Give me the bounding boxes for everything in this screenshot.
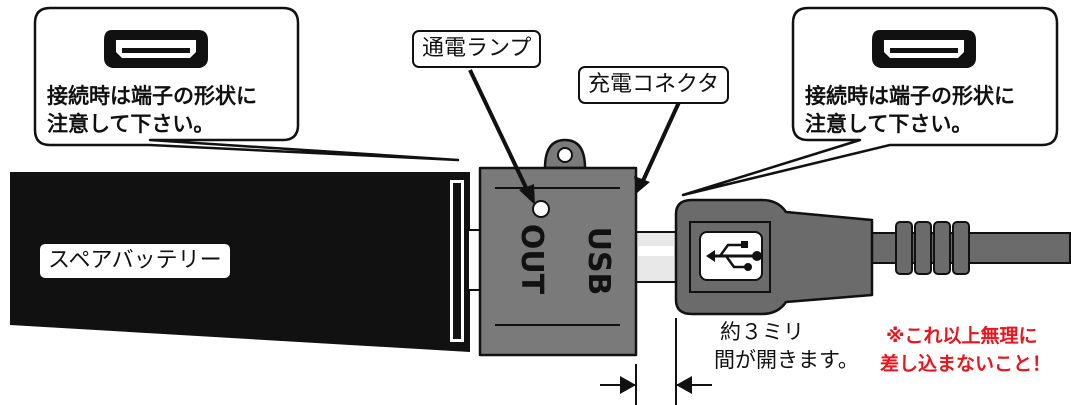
lamp-label: 通電ランプ <box>412 30 542 68</box>
gap-note-line2: 間が開きます。 <box>714 348 859 372</box>
gap-note-line1: 約３ミリ <box>720 320 804 344</box>
spare-battery-body <box>10 172 470 352</box>
usb-cable <box>869 221 1071 275</box>
connector-label: 充電コネクタ <box>578 66 730 104</box>
usb-trident-icon <box>699 231 763 281</box>
port-usb-label: USB <box>581 226 616 296</box>
right-callout-line2: 注意して下さい。 <box>805 112 973 136</box>
charge-connector-box <box>478 138 638 357</box>
left-callout-line2: 注意して下さい。 <box>47 112 215 136</box>
connector-pointer-line <box>640 99 682 184</box>
battery-label: スペアバッテリー <box>38 242 232 280</box>
lamp-pointer-line <box>468 69 532 197</box>
warning-line2: 差し込まないこと！ <box>880 353 1052 375</box>
right-callout-line1: 接続時は端子の形状に <box>805 84 1015 108</box>
right-callout-text: 接続時は端子の形状に 注意して下さい。 <box>805 82 1015 138</box>
usb-mini-port-icon-right <box>872 30 976 68</box>
port-out-label: OUT <box>514 223 549 295</box>
gap-note: 約３ミリ 間が開きます。 <box>714 318 859 374</box>
left-callout-line1: 接続時は端子の形状に <box>47 84 257 108</box>
power-lamp <box>532 200 550 218</box>
left-callout-text: 接続時は端子の形状に 注意して下さい。 <box>47 82 257 138</box>
shaft-right <box>635 231 677 283</box>
usb-plug <box>674 198 874 316</box>
warning-line1: ※これ以上無理に <box>886 325 1038 347</box>
gap-dimension-marker <box>600 318 712 405</box>
warning-note: ※これ以上無理に 差し込まないこと！ <box>880 322 1051 378</box>
usb-mini-port-icon <box>104 30 208 68</box>
